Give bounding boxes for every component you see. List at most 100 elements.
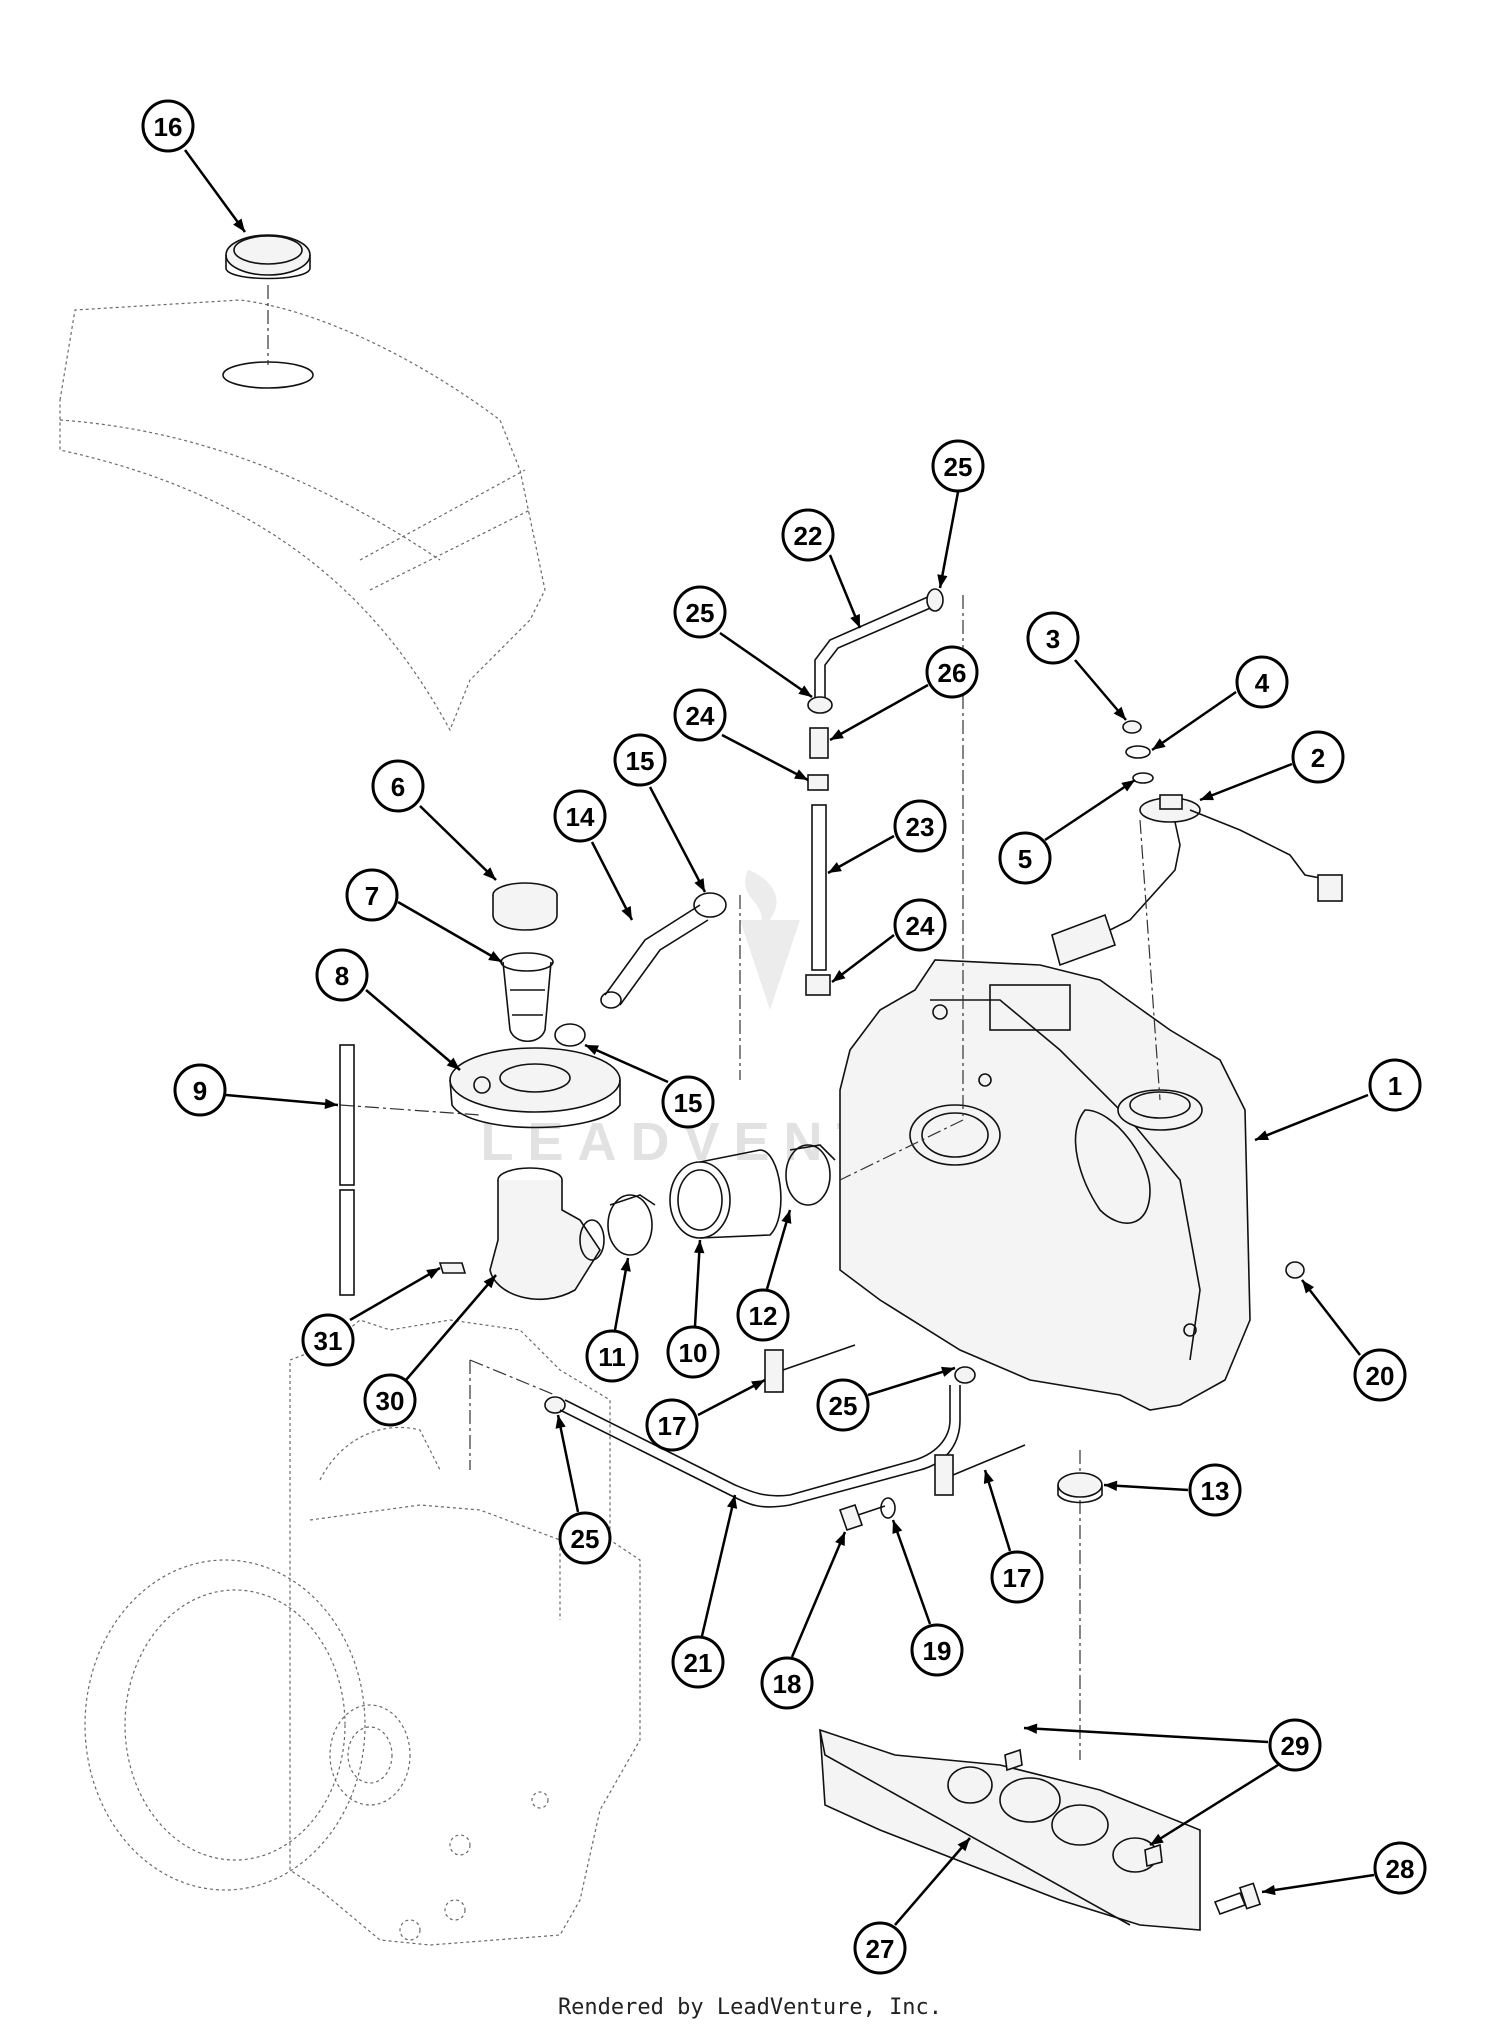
callout-number: 8 (335, 961, 349, 991)
callout-number: 2 (1311, 743, 1325, 773)
callout-circle (671, 1635, 725, 1689)
leader-line-c21-0 (700, 1494, 737, 1637)
leader-line-c25b-0 (719, 631, 813, 699)
leader-arrow-c18-0 (835, 1532, 845, 1546)
callout-circle (1353, 1348, 1407, 1402)
callout-circle (666, 1325, 720, 1379)
leader-line-c6-0 (419, 805, 497, 881)
clamp-part-25 (544, 696, 976, 1414)
callout-number: 16 (154, 112, 183, 142)
callout-20: 20 (1353, 1348, 1407, 1402)
leader-arrow-c26-0 (830, 729, 844, 740)
filler-cap-part-6 (492, 882, 558, 931)
callout-24: 24 (673, 688, 727, 742)
callout-19: 19 (910, 1623, 964, 1677)
leader-line-c5-0 (1044, 778, 1136, 842)
callout-5: 5 (998, 831, 1052, 885)
leader-line-c31-0 (349, 1266, 441, 1322)
callout-15: 15 (613, 733, 667, 787)
callout-8: 8 (315, 948, 369, 1002)
callout-17: 17 (990, 1550, 1044, 1604)
leader-line-c15b-0 (584, 1043, 669, 1084)
leader-arrow-c4-0 (1152, 738, 1166, 750)
tube-part-9 (339, 1044, 355, 1296)
leader-line-c20-0 (1301, 1279, 1361, 1356)
bolt-part-28 (1213, 1882, 1262, 1916)
callout-number: 25 (571, 1524, 600, 1554)
clamp-part-15 (554, 892, 727, 1047)
leader-line-c24a-0 (721, 733, 809, 782)
callout-number: 25 (944, 452, 973, 482)
leader-arrow-c25a-0 (937, 574, 948, 588)
callout-number: 27 (866, 1934, 895, 1964)
leader-arrow-c22-0 (850, 614, 860, 628)
leader-arrow-c10-0 (694, 1240, 705, 1254)
strainer-part-7 (500, 952, 554, 1043)
leader-arrow-c19-0 (892, 1520, 903, 1534)
callout-15: 15 (661, 1075, 715, 1129)
leader-arrow-c25c-0 (941, 1366, 955, 1377)
callout-27: 27 (853, 1921, 907, 1975)
leader-line-c19-0 (891, 1519, 932, 1625)
leader-arrow-c27-0 (957, 1838, 970, 1852)
leader-line-c28-0 (1261, 1873, 1375, 1894)
callout-16: 16 (141, 99, 195, 153)
leader-line-c17b-0 (983, 1469, 1012, 1552)
cap-part-24 (805, 774, 831, 996)
leader-arrow-c16-0 (233, 218, 245, 232)
leader-arrow-c14-0 (621, 906, 632, 920)
callout-circle (301, 1313, 355, 1367)
leader-arrow-c8-0 (446, 1057, 460, 1070)
callout-number: 9 (193, 1076, 207, 1106)
callout-30: 30 (363, 1373, 417, 1427)
leader-arrow-c23-0 (828, 862, 842, 873)
callout-11: 11 (585, 1329, 639, 1383)
leader-arrow-c7-0 (488, 951, 502, 962)
leader-lines (183, 149, 1375, 1926)
callout-circle (1235, 655, 1289, 709)
leader-line-c25c-0 (867, 1366, 956, 1397)
callout-circle (1026, 611, 1080, 665)
callout-3: 3 (1026, 611, 1080, 665)
callout-circle (371, 759, 425, 813)
callout-number: 26 (938, 658, 967, 688)
callout-number: 24 (906, 911, 935, 941)
leader-line-c25d-0 (556, 1414, 580, 1513)
callout-number: 14 (566, 802, 595, 832)
leader-line-c25a-0 (938, 491, 960, 589)
callout-13: 13 (1188, 1463, 1242, 1517)
leader-arrow-c24a-0 (794, 769, 808, 780)
callout-25: 25 (816, 1378, 870, 1432)
callout-circle (345, 868, 399, 922)
leader-line-c8-0 (365, 989, 461, 1071)
leader-line-c22-0 (828, 554, 862, 629)
callout-circle (315, 948, 369, 1002)
leader-line-c10-0 (693, 1239, 702, 1327)
leader-line-c16-0 (183, 149, 247, 233)
leader-line-c7-0 (397, 900, 503, 964)
bolt-part-18 (838, 1503, 886, 1532)
callout-number: 12 (749, 1301, 778, 1331)
callout-circle (661, 1075, 715, 1129)
leader-arrow-c15b-0 (585, 1045, 599, 1056)
callout-circle (853, 1921, 907, 1975)
leader-arrow-c21-0 (726, 1495, 738, 1509)
coupling-part-10 (669, 1149, 782, 1239)
leader-line-c14-0 (590, 841, 634, 921)
callout-circle (781, 508, 835, 562)
callout-number: 6 (391, 772, 405, 802)
leader-line-c13-0 (1103, 1483, 1189, 1492)
grommet-part-13 (1057, 1472, 1103, 1504)
clip-part-29 (1004, 1748, 1163, 1868)
leader-arrow-c25d-0 (555, 1415, 566, 1429)
callout-number: 28 (1386, 1854, 1415, 1884)
callout-circle (998, 831, 1052, 885)
callout-circle (893, 799, 947, 853)
callout-number: 17 (1003, 1563, 1032, 1593)
leader-arrow-c24b-0 (832, 970, 846, 982)
leader-arrow-c9-0 (324, 1098, 338, 1110)
nut-part-20 (1285, 1261, 1305, 1279)
grommet-part-5 (1132, 772, 1154, 784)
callout-circle (893, 898, 947, 952)
